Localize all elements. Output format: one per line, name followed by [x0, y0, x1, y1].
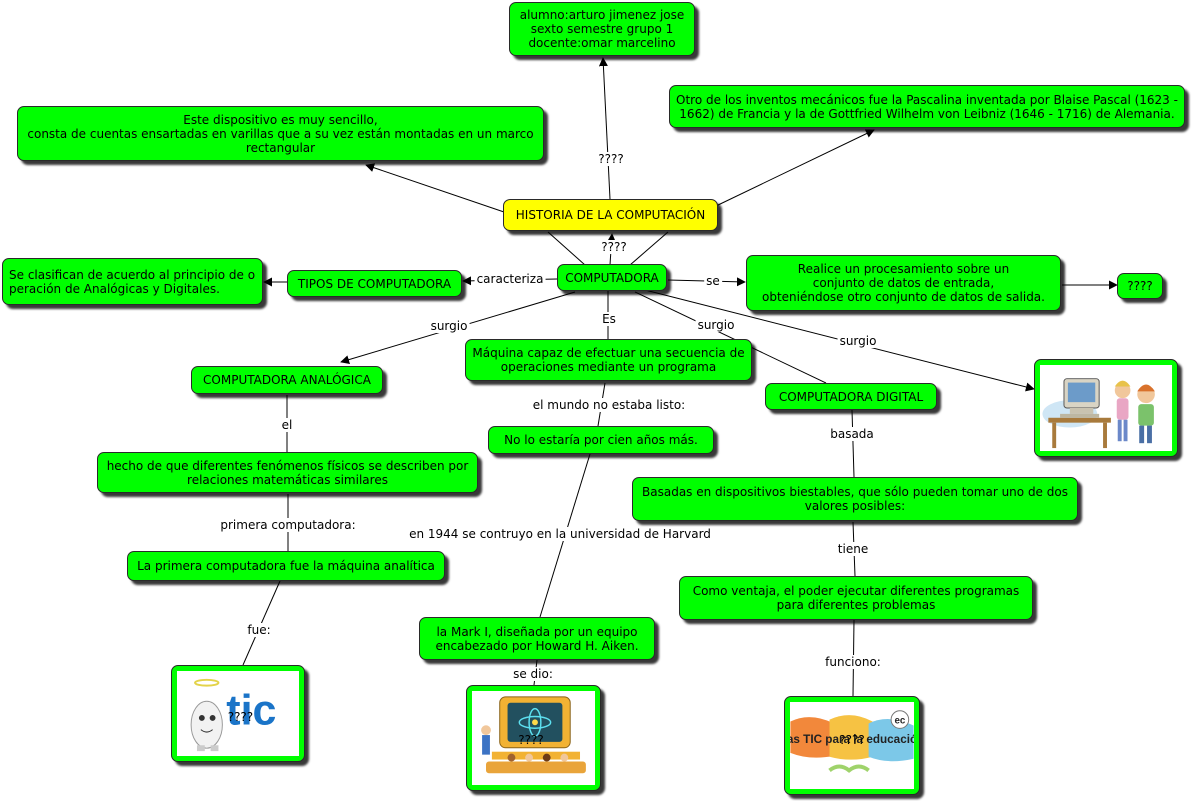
svg-text:ec: ec	[894, 716, 905, 727]
link-label-es: Es	[600, 312, 618, 326]
root-node-historia[interactable]: HISTORIA DE LA COMPUTACIÓN	[503, 199, 718, 231]
classroom-overlay-label: ????	[518, 732, 544, 747]
link-label-surgio-mid: surgio	[695, 318, 737, 332]
unknown-node[interactable]: ????	[1117, 273, 1163, 299]
tic-logo-illustration: tic ????	[177, 671, 299, 756]
classroom-illustration: ????	[472, 691, 595, 785]
link-label-primera-computadora: primera computadora:	[218, 518, 358, 532]
no-estaria-node[interactable]: No lo estaría por cien años más.	[488, 426, 714, 454]
maquina-node[interactable]: Máquina capaz de efectuar una secuencia …	[465, 339, 752, 381]
tic-logo-image-node[interactable]: tic ????	[171, 665, 305, 762]
link-label-basada: basada	[828, 427, 876, 441]
tic-education-illustration: ec Las TIC para la educación ????	[790, 702, 914, 789]
clasifican-node[interactable]: Se clasifican de acuerdo al principio de…	[2, 258, 263, 305]
link-label-root-student: ????	[596, 152, 626, 166]
tic-education-image-node[interactable]: ec Las TIC para la educación ????	[784, 696, 920, 795]
link-label-en-1944: en 1944 se contruyo en la universidad de…	[407, 527, 713, 541]
svg-text:Las TIC para la educación: Las TIC para la educación	[790, 733, 914, 746]
computer-kids-image-node[interactable]	[1034, 359, 1178, 457]
link-label-el: el	[279, 418, 295, 432]
computer-kids-icon	[1040, 365, 1172, 451]
link-label-se-dio: se dio:	[511, 667, 555, 681]
tipos-computadora-node[interactable]: TIPOS DE COMPUTADORA	[287, 270, 462, 297]
computadora-analogica-node[interactable]: COMPUTADORA ANALÓGICA	[191, 366, 383, 394]
computer-kids-illustration	[1040, 365, 1172, 451]
primera-computadora-node[interactable]: La primera computadora fue la máquina an…	[127, 551, 445, 581]
ventaja-node[interactable]: Como ventaja, el poder ejecutar diferent…	[679, 576, 1033, 620]
fenomenos-node[interactable]: hecho de que diferentes fenómenos físico…	[97, 452, 478, 493]
tic-education-overlay-label: ????	[839, 733, 865, 748]
tic-education-icon: ec Las TIC para la educación	[790, 702, 914, 789]
link-label-mundo: el mundo no estaba listo:	[530, 398, 688, 412]
biestables-node[interactable]: Basadas en dispositivos biestables, que …	[632, 477, 1078, 521]
tic-logo-overlay-label: ????	[227, 709, 254, 724]
link-label-comp-root: ????	[599, 240, 629, 254]
classroom-computer-icon	[472, 691, 595, 785]
link-label-funciono: funciono:	[823, 655, 883, 669]
link-label-fue: fue:	[245, 623, 273, 637]
mark-i-node[interactable]: la Mark I, diseñada por un equipo encabe…	[419, 617, 655, 660]
computadora-digital-node[interactable]: COMPUTADORA DIGITAL	[765, 383, 937, 410]
student-info-node[interactable]: alumno:arturo jimenez jose sexto semestr…	[509, 2, 695, 56]
procesamiento-node[interactable]: Realice un procesamiento sobre un conjun…	[746, 255, 1061, 311]
link-label-se: se	[704, 274, 722, 288]
link-label-surgio-right: surgio	[837, 334, 879, 348]
link-label-tiene: tiene	[835, 542, 871, 556]
link-label-caracteriza: caracteriza	[474, 272, 546, 286]
tic-mascot-icon: tic	[177, 671, 299, 756]
svg-text:tic: tic	[226, 687, 276, 735]
pascalina-node[interactable]: Otro de los inventos mecánicos fue la Pa…	[669, 85, 1185, 128]
abacus-description-node[interactable]: Este dispositivo es muy sencillo, consta…	[17, 106, 544, 161]
computadora-node[interactable]: COMPUTADORA	[557, 264, 667, 291]
link-label-surgio-left: surgio	[428, 319, 470, 333]
classroom-image-node[interactable]: ????	[466, 685, 601, 791]
